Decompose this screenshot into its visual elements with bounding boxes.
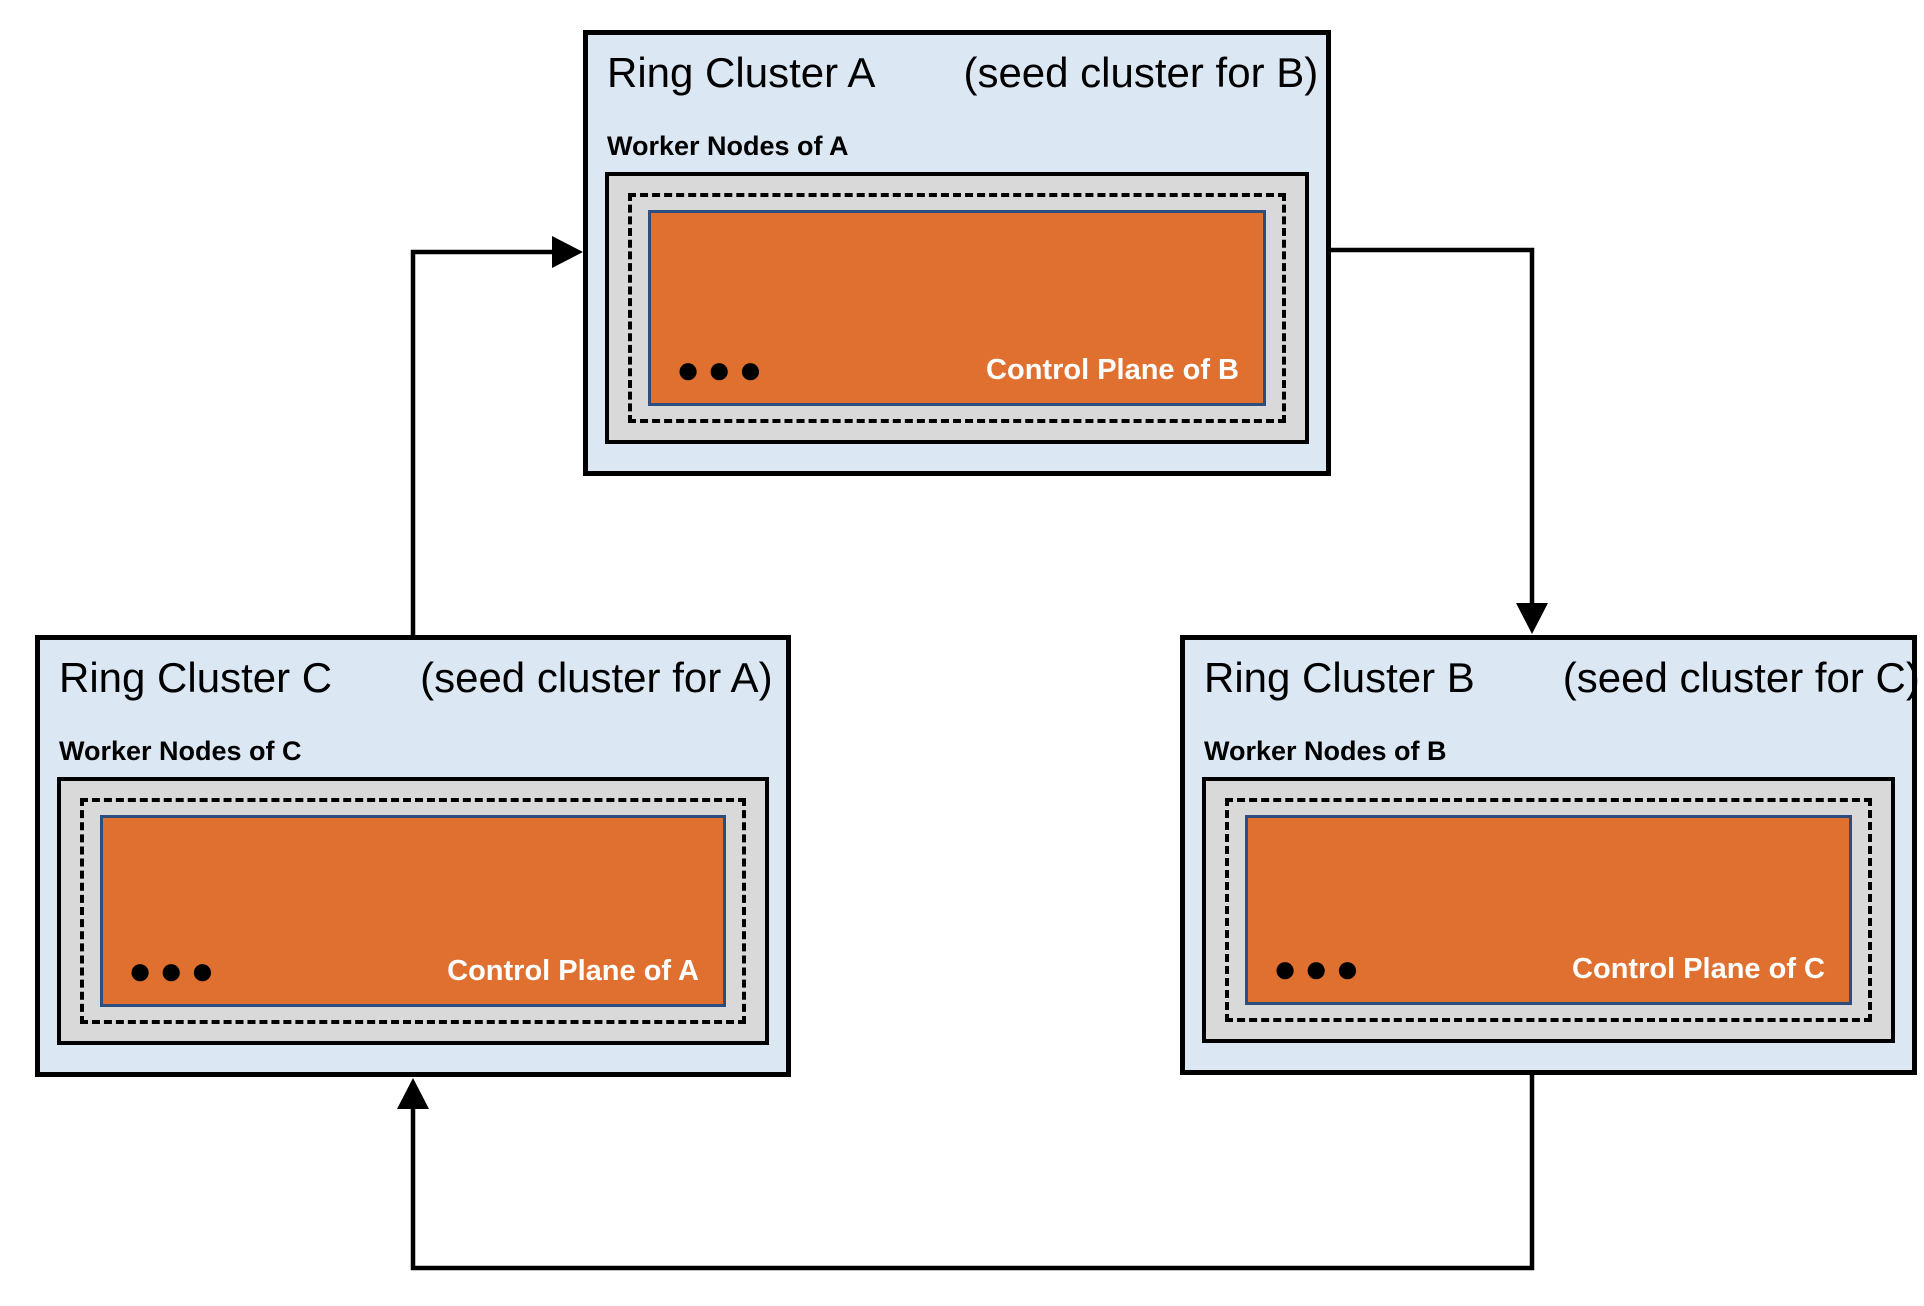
ellipsis-icon: ●●●: [1273, 947, 1367, 991]
cluster-a-seed-note: (seed cluster for B): [963, 49, 1319, 96]
cluster-c-pod-boundary: ●●● Control Plane of A: [80, 797, 746, 1024]
arrow-b-to-c: [397, 1075, 1535, 1271]
cluster-a-name: Ring Cluster A: [607, 49, 876, 96]
cluster-c-title-row: Ring Cluster C (seed cluster for A): [57, 654, 773, 701]
cluster-b-worker-nodes-box: ●●● Control Plane of C: [1202, 776, 1895, 1043]
arrow-a-to-b: [1331, 247, 1548, 634]
cluster-a: Ring Cluster A (seed cluster for B) Work…: [583, 30, 1331, 476]
cluster-b-name: Ring Cluster B: [1204, 654, 1475, 701]
cluster-a-worker-nodes-box: ●●● Control Plane of B: [605, 171, 1309, 444]
control-plane-of-c-box: ●●● Control Plane of C: [1245, 814, 1852, 1005]
cluster-c-worker-nodes-box: ●●● Control Plane of A: [57, 776, 769, 1045]
cluster-b-pod-boundary: ●●● Control Plane of C: [1225, 797, 1872, 1022]
cluster-b-seed-note: (seed cluster for C): [1562, 654, 1920, 701]
control-plane-of-b-box: ●●● Control Plane of B: [648, 209, 1266, 406]
control-plane-of-a-label: Control Plane of A: [447, 955, 699, 988]
arrow-c-to-a: [410, 236, 583, 635]
cluster-b-title-row: Ring Cluster B (seed cluster for C): [1202, 654, 1920, 701]
cluster-c-seed-note: (seed cluster for A): [420, 654, 773, 701]
cluster-c-worker-label: Worker Nodes of C: [59, 736, 302, 767]
cluster-a-pod-boundary: ●●● Control Plane of B: [628, 192, 1286, 423]
control-plane-of-a-box: ●●● Control Plane of A: [100, 814, 726, 1007]
control-plane-of-c-label: Control Plane of C: [1572, 953, 1825, 986]
control-plane-of-b-label: Control Plane of B: [986, 354, 1239, 387]
cluster-c: Ring Cluster C (seed cluster for A) Work…: [35, 635, 791, 1077]
ellipsis-icon: ●●●: [676, 348, 770, 392]
cluster-c-name: Ring Cluster C: [59, 654, 333, 701]
ellipsis-icon: ●●●: [128, 949, 222, 993]
cluster-a-worker-label: Worker Nodes of A: [607, 131, 849, 162]
cluster-b: Ring Cluster B (seed cluster for C) Work…: [1180, 635, 1920, 1075]
cluster-a-title-row: Ring Cluster A (seed cluster for B): [605, 49, 1318, 96]
cluster-b-worker-label: Worker Nodes of B: [1204, 736, 1447, 767]
